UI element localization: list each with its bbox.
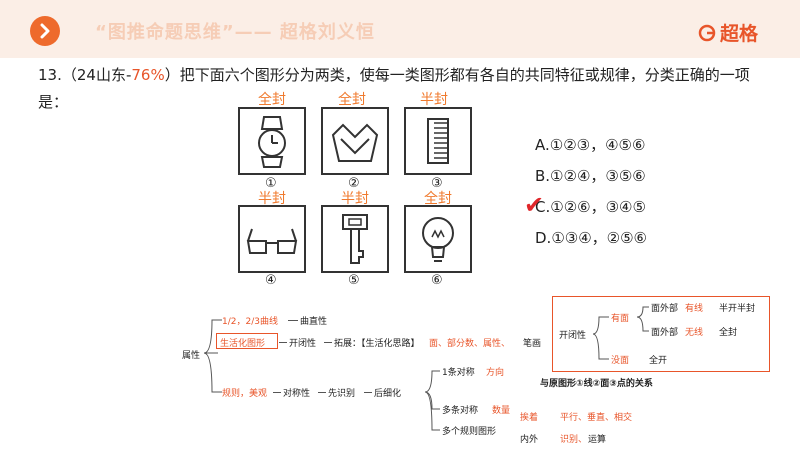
side-map-line1: 面外部 bbox=[651, 304, 679, 314]
figure-5-annotation: 半封 bbox=[341, 191, 369, 207]
mindmap-dash bbox=[288, 320, 298, 321]
header-title: “图推命题思维”—— 超格刘义恒 bbox=[95, 22, 375, 43]
glasses-icon bbox=[246, 228, 298, 254]
option-d[interactable]: D.①③④，②⑤⑥ bbox=[535, 229, 648, 247]
key-icon bbox=[342, 214, 368, 264]
mindmap-row3b: 对称性 bbox=[283, 389, 311, 399]
mindmap-pos2b: 识别、 bbox=[560, 435, 588, 445]
question-text: 13.（24山东-76%）把下面六个图形分为两类，使每一类图形都有各自的共同特征… bbox=[38, 62, 778, 116]
comb-icon bbox=[427, 118, 449, 164]
mindmap-row2d: 面、部分数、属性、 bbox=[429, 339, 511, 349]
figure-4-number: ④ bbox=[265, 273, 277, 288]
mindmap-dash bbox=[273, 392, 281, 393]
mindmap-pos2: 内外 bbox=[520, 435, 539, 445]
mindmap-dash bbox=[318, 392, 326, 393]
side-map-connectors bbox=[592, 306, 649, 360]
mindmap-pos1b: 平行、垂直、相交 bbox=[560, 413, 633, 423]
figure-4-box[interactable] bbox=[238, 205, 306, 273]
mindmap-dash bbox=[364, 392, 372, 393]
figure-5-box[interactable] bbox=[321, 205, 389, 273]
watch-icon bbox=[258, 116, 286, 168]
mindmap-multi: 多个规则图形 bbox=[442, 427, 497, 437]
side-map-line1r: 半开半封 bbox=[719, 304, 756, 314]
figure-1-box[interactable] bbox=[238, 107, 306, 175]
side-map-nohas: 没面 bbox=[611, 356, 630, 366]
mindmap-row2e: 笔画 bbox=[523, 339, 542, 349]
mindmap-pos2c: 运算 bbox=[588, 435, 607, 445]
figure-2-number: ② bbox=[348, 176, 360, 191]
mindmap-row1: 1/2，2/3曲线 bbox=[222, 317, 278, 327]
mindmap-row3c: 先识别 bbox=[328, 389, 356, 399]
chevron-right-icon bbox=[30, 16, 60, 46]
side-map-box: 开闭性 有面 没面 全开 面外部 有线 半开半封 面外部 无线 全封 bbox=[552, 296, 770, 372]
figure-1-annotation: 全封 bbox=[258, 92, 286, 108]
figure-5-number: ⑤ bbox=[348, 273, 360, 288]
question-rate: 76% bbox=[131, 66, 165, 84]
mindmap-pos1: 挨着 bbox=[520, 413, 539, 423]
question-suffix: ）把下面六个图形分为两类，使每一类图形都有各自的共同特征或规律，分类正确的一项是… bbox=[38, 66, 750, 111]
side-map-root: 开闭性 bbox=[559, 331, 587, 341]
mindmap-dash bbox=[279, 342, 287, 343]
mindmap-connectors bbox=[203, 319, 440, 431]
mindmap-dash bbox=[324, 342, 332, 343]
side-map-line3: 全开 bbox=[649, 356, 668, 366]
lightbulb-icon bbox=[422, 217, 454, 262]
brand-icon bbox=[698, 24, 716, 41]
side-map-line2r: 全封 bbox=[719, 328, 738, 338]
figure-2-box[interactable] bbox=[321, 107, 389, 175]
figure-1-number: ① bbox=[265, 176, 277, 191]
figure-3-box[interactable] bbox=[404, 107, 472, 175]
header-bar: “图推命题思维”—— 超格刘义恒 超格 bbox=[0, 0, 800, 58]
side-map-line2o: 无线 bbox=[685, 328, 704, 338]
mindmap-row3d: 后细化 bbox=[374, 389, 402, 399]
figure-3-annotation: 半封 bbox=[420, 92, 448, 108]
mindmap-relation: 与原图形①线②面③点的关系 bbox=[540, 379, 653, 389]
figure-4-annotation: 半封 bbox=[258, 191, 286, 207]
mindmap-row2c: 拓展：【生活化思路】 bbox=[334, 339, 420, 349]
mindmap-row1b: 曲直性 bbox=[300, 317, 328, 327]
side-map-line1o: 有线 bbox=[685, 304, 704, 314]
side-map-line2: 面外部 bbox=[651, 328, 679, 338]
mindmap-properties: 属性 1/2，2/3曲线 曲直性 生活化图形 开闭性 拓展：【生活化思路】 面、… bbox=[178, 308, 558, 450]
brand-name: 超格 bbox=[719, 23, 758, 45]
mindmap-sym2b: 数量 bbox=[492, 406, 511, 416]
brand-logo: 超格 bbox=[698, 19, 758, 46]
figure-3-number: ③ bbox=[431, 176, 443, 191]
mindmap-sym2: 多条对称 bbox=[442, 406, 479, 416]
basket-icon bbox=[331, 123, 379, 162]
figure-6-number: ⑥ bbox=[431, 273, 443, 288]
side-map-has: 有面 bbox=[611, 314, 630, 324]
figure-2-annotation: 全封 bbox=[338, 92, 366, 108]
mindmap-sym1b: 方向 bbox=[486, 368, 505, 378]
mindmap-row3a: 规则，美观 bbox=[222, 389, 268, 399]
option-c[interactable]: C.①②⑥，③④⑤ bbox=[535, 198, 646, 216]
correct-check-icon: ✔ bbox=[524, 191, 545, 219]
figure-6-box[interactable] bbox=[404, 205, 472, 273]
option-a[interactable]: A.①②③，④⑤⑥ bbox=[535, 136, 646, 154]
mindmap-row2b: 开闭性 bbox=[289, 339, 317, 349]
question-prefix: 13.（24山东- bbox=[38, 66, 132, 84]
mindmap-sym1: 1条对称 bbox=[442, 368, 475, 378]
mindmap-row2-outline bbox=[216, 333, 278, 349]
mindmap-row2a: 生活化图形 bbox=[220, 339, 266, 349]
option-b[interactable]: B.①②④，③⑤⑥ bbox=[535, 167, 646, 185]
figure-6-annotation: 全封 bbox=[424, 191, 452, 207]
mindmap-root: 属性 bbox=[182, 351, 201, 361]
